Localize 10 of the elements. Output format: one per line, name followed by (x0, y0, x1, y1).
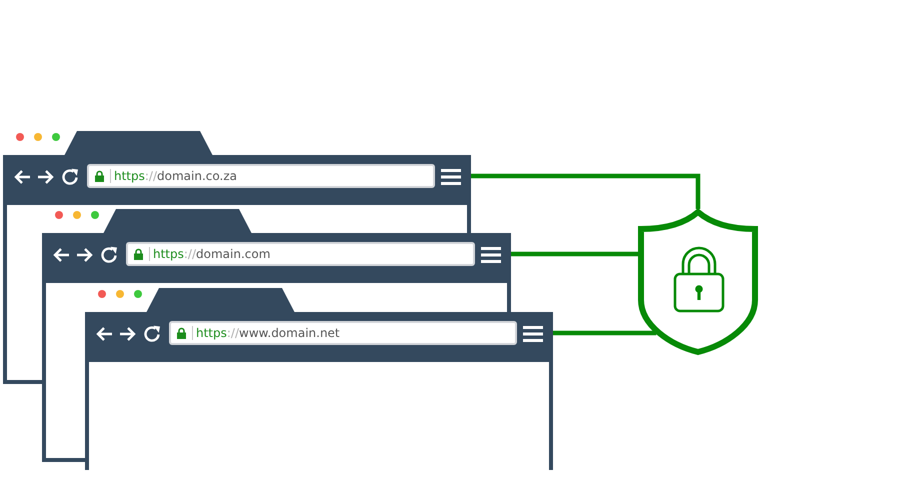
browser-window (42, 208, 511, 283)
browser-window (3, 130, 471, 205)
connector-line (511, 252, 638, 256)
url-text: https://domain.com (153, 246, 270, 263)
padlock-shield-icon (638, 209, 758, 356)
connector-line (553, 330, 656, 336)
url-text: https://www.domain.net (196, 325, 340, 342)
url-text: https://domain.co.za (114, 168, 237, 185)
browser-window (85, 287, 553, 470)
connector-line (471, 174, 700, 209)
